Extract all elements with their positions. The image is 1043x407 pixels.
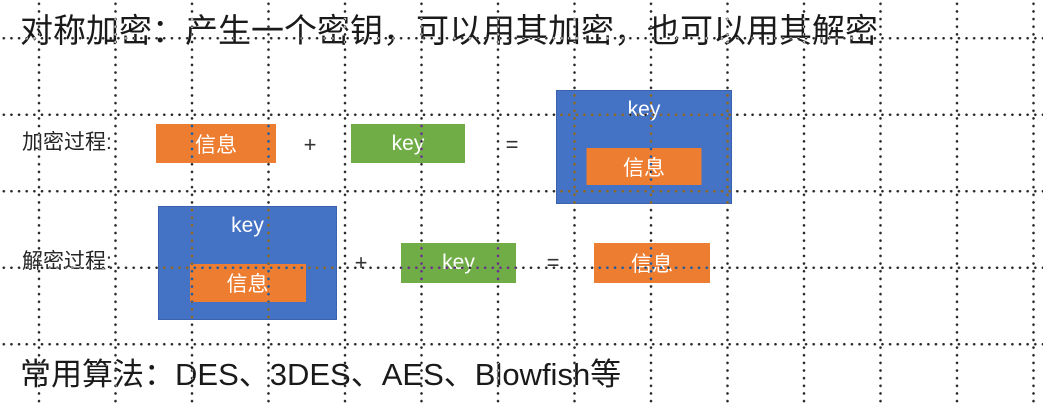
encrypt-key-box[interactable]: key [351, 124, 465, 163]
decrypt-result-label: 信息 [631, 253, 673, 276]
page-title: 对称加密：产生一个密钥，可以用其加密，也可以用其解密 [20, 12, 878, 49]
decrypt-cipher-box[interactable]: key 信息 [158, 206, 337, 320]
decrypt-key-label: key [442, 251, 475, 274]
encrypt-plaintext-box[interactable]: 信息 [156, 124, 276, 163]
encrypt-key-label: key [391, 131, 425, 155]
encrypt-plaintext-label: 信息 [195, 133, 237, 157]
decrypt-process-label: 解密过程: [22, 250, 112, 273]
decrypt-key-box[interactable]: key [401, 243, 516, 283]
common-algorithms-text: 常用算法：DES、3DES、AES、Blowfish等 [20, 357, 622, 392]
decrypt-equals-operator: = [546, 250, 560, 275]
encrypt-result-message-label: 信息 [623, 156, 665, 180]
encrypt-result-message-box[interactable]: 信息 [586, 148, 702, 185]
decrypt-cipher-message-label: 信息 [226, 273, 269, 296]
decrypt-cipher-key-label: key [231, 214, 264, 237]
decrypt-cipher-message-box[interactable]: 信息 [189, 264, 306, 302]
encrypt-process-label: 加密过程: [22, 131, 112, 154]
encrypt-equals-operator: = [505, 132, 519, 157]
encrypt-plus-operator: + [303, 132, 317, 157]
decrypt-plus-operator: + [354, 250, 368, 275]
encrypt-result-key-label: key [627, 98, 661, 121]
decrypt-result-box[interactable]: 信息 [594, 243, 710, 283]
encrypt-result-box[interactable]: key 信息 [556, 90, 732, 204]
